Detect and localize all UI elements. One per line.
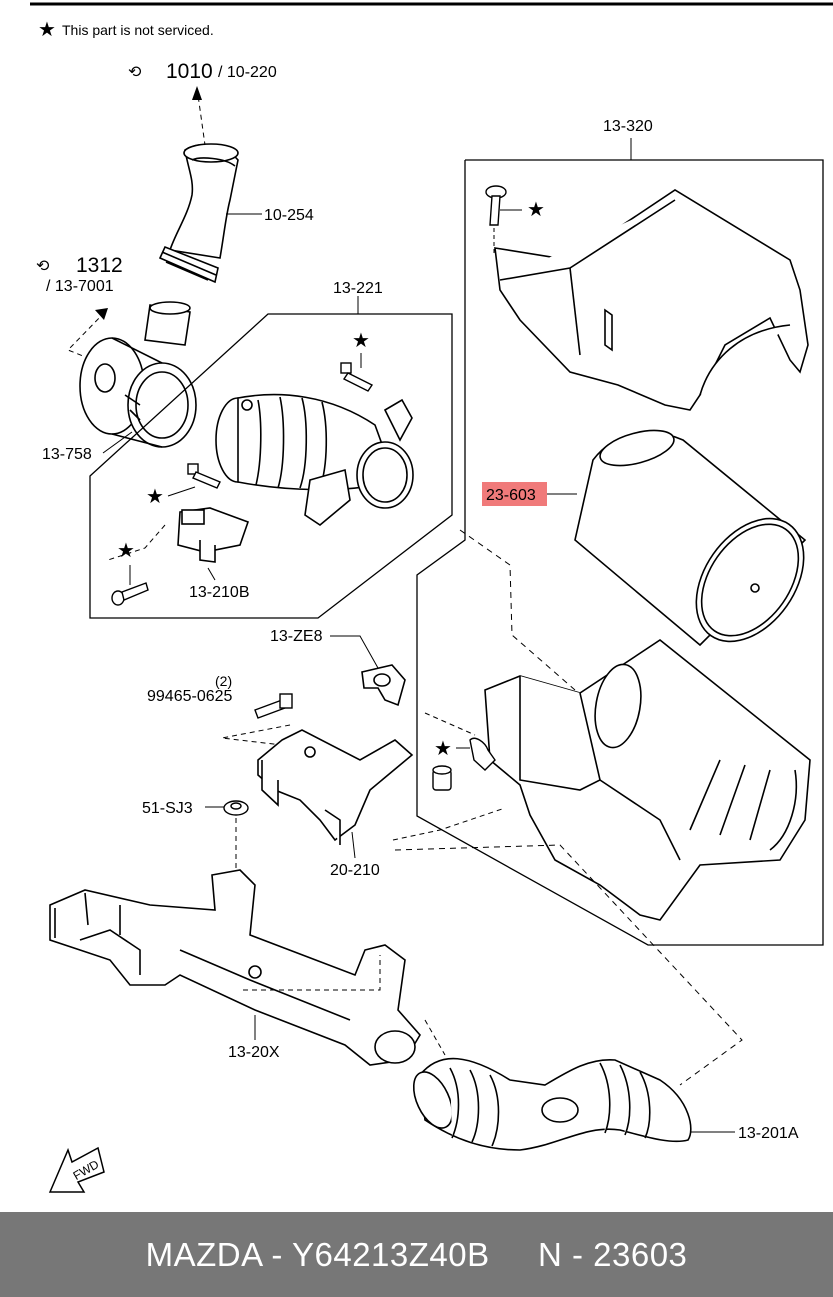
leader-line (167, 486, 196, 497)
nut-51-sj3[interactable] (223, 800, 249, 816)
air-cleaner-cover-13-320[interactable] (494, 189, 809, 411)
intake-hose-13-201a[interactable] (406, 1057, 692, 1151)
leader-dashed (459, 529, 576, 691)
label-duct[interactable]: 13-20X (228, 1044, 280, 1061)
label-bolt[interactable]: 99465-0625 (147, 688, 233, 705)
star-icon: ★ (434, 738, 452, 760)
footer-bar: MAZDA - Y64213Z40B N - 23603 (0, 1212, 833, 1297)
air-intake-boot-13-221[interactable] (215, 393, 414, 526)
star-icon: ★ (527, 199, 545, 221)
leader-line (102, 431, 133, 454)
label-cover[interactable]: 13-320 (603, 118, 653, 135)
label-sensor-ref-sub[interactable]: / 13-7001 (46, 278, 114, 295)
star-icon: ★ (146, 486, 164, 508)
leader-dashed (243, 955, 381, 991)
screw-icon (111, 582, 149, 606)
note-text: This part is not serviced. (62, 22, 214, 38)
label-bracket-ze8[interactable]: 13-ZE8 (270, 628, 323, 645)
leader-dashed (67, 311, 106, 359)
star-icon: ★ (38, 19, 56, 41)
arrow-up-icon (192, 86, 202, 100)
label-sensor-ref-main[interactable]: 1312 (76, 254, 123, 277)
intake-hose-10-254[interactable] (158, 143, 239, 284)
star-icon: ★ (352, 330, 370, 352)
leader-dashed (394, 844, 743, 1086)
bolt-99465-0625[interactable] (254, 693, 293, 719)
arrow-icon (95, 308, 108, 320)
leader-dashed (221, 724, 291, 746)
star-icon: ★ (117, 540, 135, 562)
air-filter-element-23-603[interactable] (574, 424, 826, 662)
label-hose[interactable]: 10-254 (264, 207, 314, 224)
grommet-icon (432, 765, 452, 791)
rotate-ref-icon-2: ⟲ (36, 258, 50, 275)
highlight-box (482, 482, 547, 506)
label-element[interactable]: 23-603 (486, 487, 536, 504)
air-cleaner-case[interactable] (484, 639, 811, 921)
parts-diagram: ★ This part is not serviced. ⟲ 1010 / 10… (30, 2, 833, 1193)
group-box-13-221 (89, 313, 453, 619)
leader-dashed (107, 524, 166, 561)
leader-line (207, 567, 216, 581)
label-hose-ref-main[interactable]: 1010 (166, 60, 213, 83)
mass-air-flow-housing-13-758[interactable] (79, 301, 197, 448)
label-group-221[interactable]: 13-221 (333, 280, 383, 297)
label-bolt-qty[interactable]: (2) (215, 673, 232, 689)
bracket-13-ze8[interactable] (361, 664, 406, 707)
footer-spacer (490, 1236, 538, 1274)
screw-icon (485, 185, 507, 226)
group-box-13-320 (416, 159, 824, 946)
clip-icon (469, 737, 496, 771)
intake-duct-13-20x[interactable] (49, 869, 421, 1066)
label-clamp[interactable]: 13-758 (42, 446, 92, 463)
leader-dashed (424, 1019, 446, 1056)
bolt-icon (340, 362, 374, 392)
leader-line (330, 635, 379, 669)
leader-line (351, 831, 356, 859)
footer-ref: N - 23603 (537, 1235, 688, 1273)
forward-arrow-icon (48, 1146, 105, 1193)
label-hose-ref-sub[interactable]: / 10-220 (218, 64, 277, 81)
label-sensor-210b[interactable]: 13-210B (189, 584, 250, 601)
mass-air-flow-sensor-13-210b[interactable] (177, 507, 250, 563)
label-hose-201a[interactable]: 13-201A (738, 1125, 799, 1142)
label-bracket-210[interactable]: 20-210 (330, 862, 380, 879)
rotate-ref-icon: ⟲ (128, 64, 142, 81)
bolt-icon (187, 463, 221, 489)
bracket-20-210[interactable] (257, 729, 414, 845)
label-nut[interactable]: 51-SJ3 (142, 800, 193, 817)
leader-dashed (392, 807, 506, 841)
leader-dashed (424, 712, 476, 736)
footer-brand-part: MAZDA - Y64213Z40B (145, 1235, 490, 1273)
